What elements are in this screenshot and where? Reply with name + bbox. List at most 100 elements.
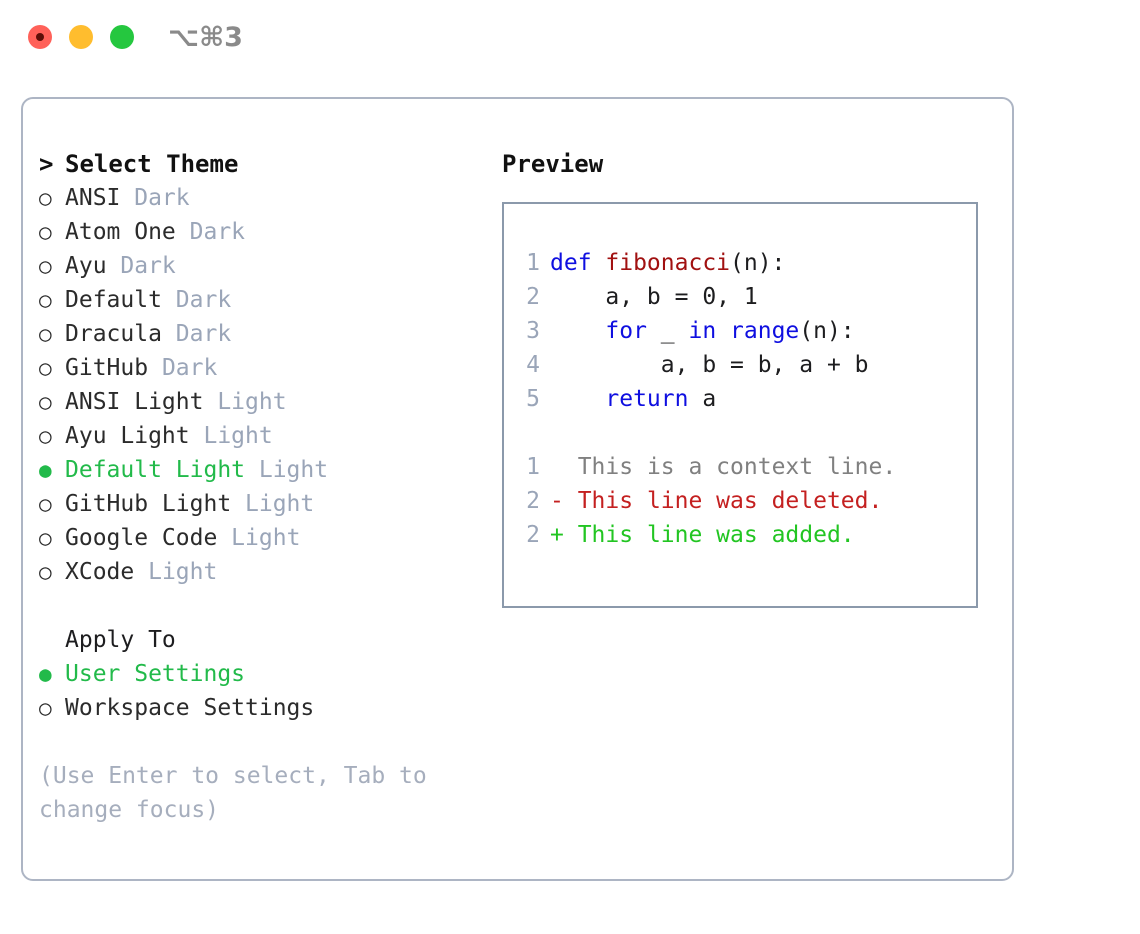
title-bar: ⌥⌘3 — [0, 0, 1140, 76]
theme-list-item[interactable]: ○Default Dark — [39, 283, 479, 317]
chevron-right-icon: > — [39, 150, 54, 178]
window-controls — [28, 25, 134, 49]
theme-name-label: ANSI Light — [65, 389, 204, 415]
theme-list-item[interactable]: ○ Ayu Light Light — [39, 419, 479, 453]
code-token: _ — [646, 318, 689, 344]
minimize-button[interactable] — [69, 25, 93, 49]
theme-variant-badge: Light — [217, 525, 301, 551]
code-line: 3 for _ in range(n): — [514, 314, 869, 348]
theme-list-item[interactable]: ○ ANSI Dark — [39, 181, 479, 215]
radio-unselected-icon[interactable]: ○ — [39, 424, 52, 448]
code-line: 5 return a — [514, 382, 869, 416]
theme-name-label: GitHub — [65, 355, 149, 381]
theme-list-item[interactable]: ○ Google Code Light — [39, 521, 479, 555]
line-number: 2 — [526, 488, 540, 514]
apply-to-list[interactable]: ● User Settings ○ Workspace Settings — [39, 657, 479, 725]
code-token — [550, 386, 605, 412]
diff-line: 1 This is a context line. — [514, 450, 896, 484]
code-line: 2 a, b = 0, 1 — [514, 280, 869, 314]
radio-unselected-icon[interactable]: ○ — [39, 254, 52, 278]
radio-selected-icon[interactable]: ● — [39, 662, 52, 686]
theme-variant-badge: Dark — [106, 253, 176, 279]
theme-list-item[interactable]: ○ Atom One Dark — [39, 215, 479, 249]
theme-name-label: Ayu Light — [65, 423, 190, 449]
keyboard-shortcut-label: ⌥⌘3 — [168, 22, 243, 53]
keyboard-hint-text: (Use Enter to select, Tab to change focu… — [39, 763, 441, 823]
radio-unselected-icon[interactable]: ○ — [39, 696, 52, 720]
diff-text: This line was added. — [563, 522, 855, 548]
zoom-button[interactable] — [110, 25, 134, 49]
theme-name-label: XCode — [65, 559, 135, 585]
code-token: fibonacci — [605, 250, 731, 276]
line-number: 3 — [526, 318, 540, 344]
radio-unselected-icon[interactable]: ○ — [39, 356, 52, 380]
radio-selected-icon[interactable]: ● — [39, 458, 52, 482]
theme-name-label: Default Light — [65, 457, 246, 483]
apply-to-item[interactable]: ○ Workspace Settings — [39, 691, 479, 725]
theme-list-item[interactable]: ○XCode Light — [39, 555, 479, 589]
theme-list-item[interactable]: ○ Dracula Dark — [39, 317, 479, 351]
radio-unselected-icon[interactable]: ○ — [39, 186, 52, 210]
diff-marker: + — [550, 522, 564, 548]
theme-variant-badge: Light — [245, 457, 329, 483]
line-number: 5 — [526, 386, 540, 412]
radio-unselected-icon[interactable]: ○ — [39, 492, 52, 516]
preview-title: Preview — [502, 150, 604, 178]
theme-variant-badge: Dark — [148, 355, 218, 381]
line-number: 2 — [526, 284, 540, 310]
theme-variant-badge: Dark — [175, 219, 246, 245]
theme-name-label: Atom One — [65, 219, 176, 245]
theme-name-label: Dracula — [65, 321, 162, 347]
code-token: for — [605, 318, 647, 344]
theme-list-header-label: Select Theme — [65, 150, 239, 178]
theme-list-item[interactable]: ○GitHub Light Light — [39, 487, 479, 521]
diff-text: This line was deleted. — [563, 488, 883, 514]
code-token: def — [550, 250, 606, 276]
apply-to-label: User Settings — [65, 661, 246, 687]
diff-text: This is a context line. — [563, 454, 897, 480]
theme-name-label: Google Code — [65, 525, 218, 551]
radio-unselected-icon[interactable]: ○ — [39, 526, 52, 550]
radio-unselected-icon[interactable]: ○ — [39, 220, 52, 244]
close-button[interactable] — [28, 25, 52, 49]
diff-sample: 1 This is a context line.2- This line wa… — [514, 450, 896, 552]
theme-name-label: ANSI — [65, 185, 121, 211]
theme-variant-badge: Dark — [120, 185, 190, 211]
radio-unselected-icon[interactable]: ○ — [39, 560, 52, 584]
diff-line: 2- This line was deleted. — [514, 484, 896, 518]
hint-spacer — [39, 725, 479, 759]
theme-picker-panel: > Select Theme ○ ANSI Dark ○ Atom One Dark ○ Ay… — [21, 97, 1014, 881]
code-token: (n): — [730, 250, 786, 276]
section-spacer — [39, 589, 479, 623]
line-number: 1 — [526, 454, 540, 480]
line-number: 2 — [526, 522, 540, 548]
theme-list-item[interactable]: ● Default Light Light — [39, 453, 479, 487]
code-token: a — [688, 386, 717, 412]
diff-marker — [550, 454, 564, 480]
code-line: 4 a, b = b, a + b — [514, 348, 869, 382]
code-token: a, b = 0, 1 — [550, 284, 758, 310]
theme-list-item[interactable]: ○ Ayu Dark — [39, 249, 479, 283]
diff-marker: - — [550, 488, 564, 514]
apply-to-label: Workspace Settings — [65, 695, 315, 721]
radio-unselected-icon[interactable]: ○ — [39, 288, 52, 312]
theme-list[interactable]: > Select Theme ○ ANSI Dark ○ Atom One Dark ○ Ay… — [39, 147, 479, 589]
theme-name-label: Ayu — [65, 253, 107, 279]
apply-to-header: Apply To — [65, 627, 176, 653]
theme-list-item[interactable]: ○ ANSI Light Light — [39, 385, 479, 419]
theme-variant-badge: Dark — [161, 321, 232, 347]
code-token: in range — [688, 318, 800, 344]
code-token: a, b = b, a + b — [550, 352, 869, 378]
theme-list-item[interactable]: ○ GitHub Dark — [39, 351, 479, 385]
theme-variant-badge: Light — [203, 389, 287, 415]
theme-variant-badge: Light — [189, 423, 273, 449]
radio-unselected-icon[interactable]: ○ — [39, 390, 52, 414]
code-token: (n): — [799, 318, 855, 344]
radio-unselected-icon[interactable]: ○ — [39, 322, 52, 346]
apply-to-item[interactable]: ● User Settings — [39, 657, 479, 691]
